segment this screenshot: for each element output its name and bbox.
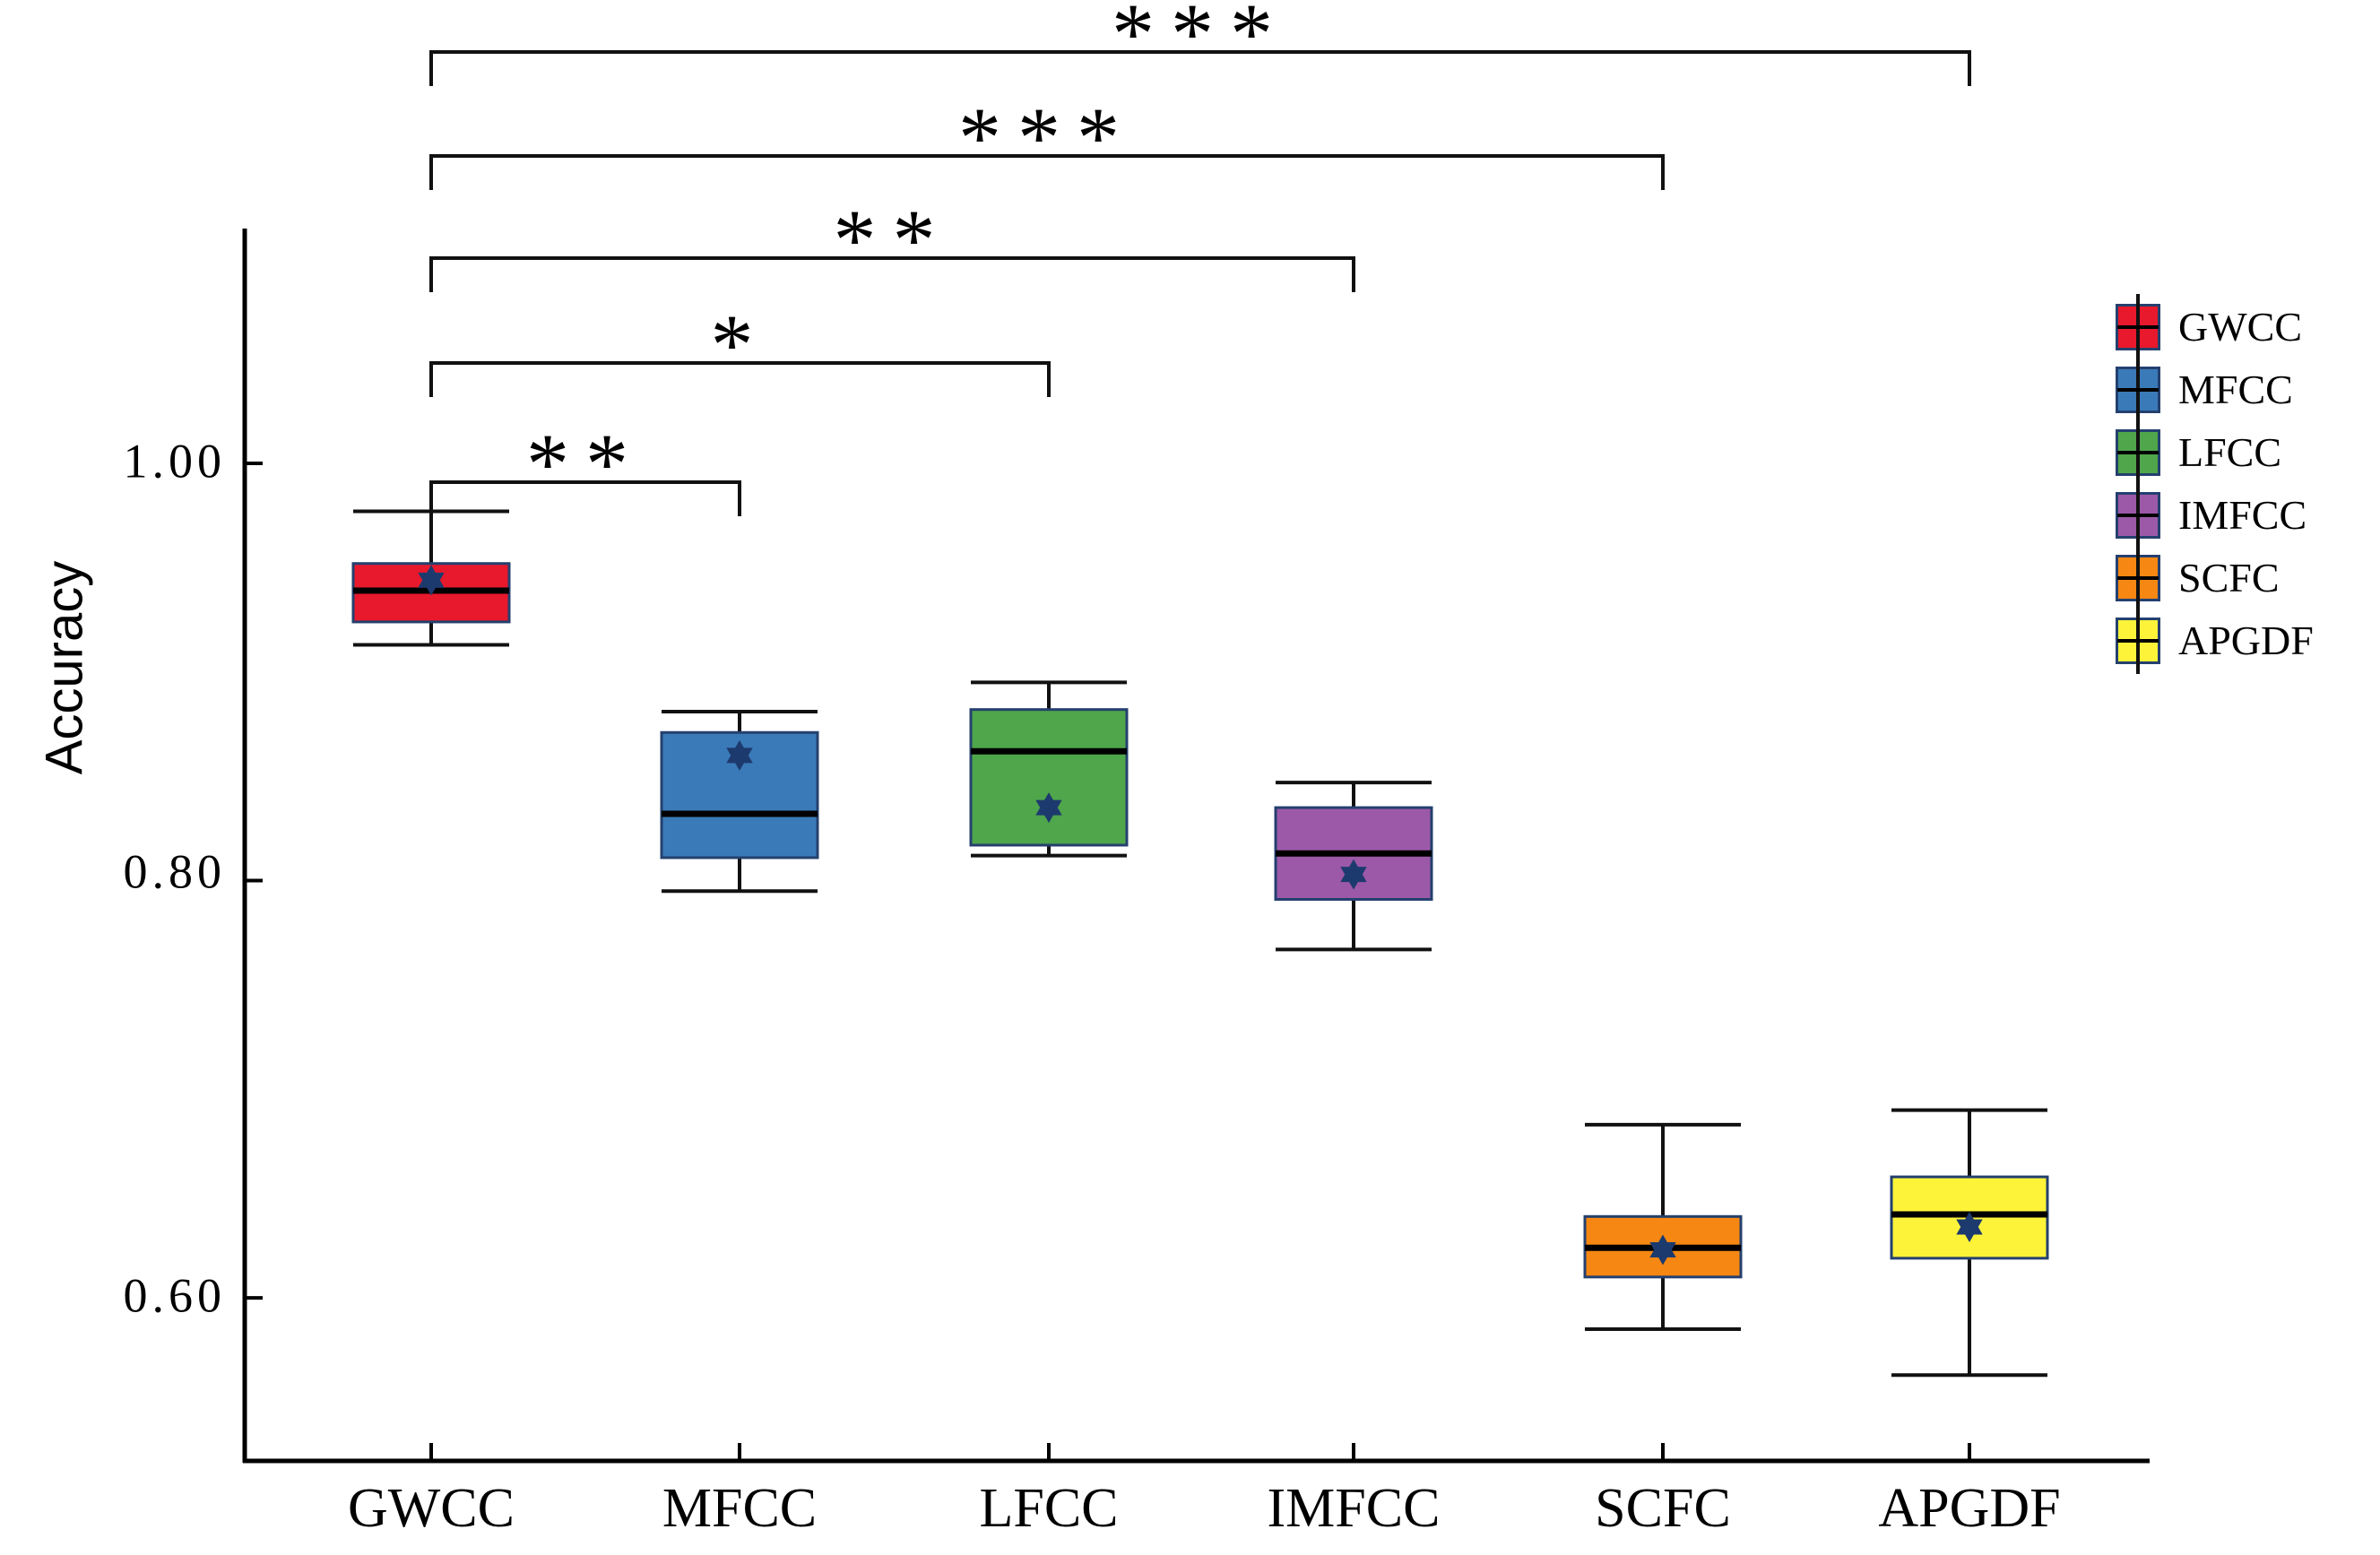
legend-label-imfcc: IMFCC (2178, 492, 2307, 538)
legend-item-lfcc: LFCC (2116, 421, 2314, 484)
legend-swatch-apgdf (2116, 618, 2160, 664)
x-tick-label-gwcc: GWCC (348, 1478, 515, 1539)
bracket-label-GWCC-APGDF: *** (1112, 0, 1289, 82)
legend-swatch-lfcc (2116, 429, 2160, 476)
mean-star-GWCC (418, 572, 445, 596)
bracket-GWCC-IMFCC (429, 256, 1355, 292)
bracket-label-GWCC-SCFC: *** (958, 90, 1136, 186)
mean-star-MFCC (726, 747, 753, 771)
bracket-GWCC-LFCC (429, 361, 1051, 397)
legend-swatch-gwcc (2116, 304, 2160, 350)
legend-label-gwcc: GWCC (2178, 304, 2302, 350)
legend-item-gwcc: GWCC (2116, 296, 2314, 359)
y-tick-label-0.60: 0.60 (123, 1268, 226, 1323)
mean-star-IMFCC (1340, 867, 1367, 890)
legend-item-scfc: SCFC (2116, 547, 2314, 609)
legend-item-apgdf: APGDF (2116, 609, 2314, 672)
legend-label-mfcc: MFCC (2178, 367, 2293, 412)
legend-item-imfcc: IMFCC (2116, 484, 2314, 547)
y-tick-label-0.80: 0.80 (123, 844, 226, 899)
legend-label-scfc: SCFC (2178, 555, 2280, 600)
bracket-label-GWCC-IMFCC: ** (834, 192, 952, 288)
bracket-label-GWCC-MFCC: ** (526, 416, 645, 512)
legend-swatch-imfcc (2116, 492, 2160, 539)
legend-swatch-mfcc (2116, 367, 2160, 413)
bracket-label-GWCC-LFCC: * (711, 297, 770, 393)
legend-item-mfcc: MFCC (2116, 359, 2314, 421)
legend: GWCC MFCC LFCC IMFCC SCFC APGDF (2116, 296, 2314, 672)
mean-star-LFCC (1035, 799, 1062, 824)
box-LFCC (969, 708, 1129, 847)
bracket-GWCC-SCFC (429, 154, 1665, 190)
y-tick-label-1.00: 1.00 (123, 434, 226, 488)
x-tick-label-lfcc: LFCC (979, 1478, 1119, 1539)
bracket-GWCC-MFCC (429, 480, 741, 516)
mean-star-APGDF (1956, 1219, 1983, 1242)
x-tick-label-scfc: SCFC (1595, 1478, 1731, 1539)
legend-swatch-scfc (2116, 555, 2160, 601)
mean-star-SCFC (1649, 1242, 1676, 1266)
x-tick-label-mfcc: MFCC (662, 1478, 818, 1539)
x-tick-label-imfcc: IMFCC (1267, 1478, 1441, 1539)
y-axis-title: Accuracy (35, 560, 94, 775)
legend-label-apgdf: APGDF (2178, 618, 2314, 663)
legend-label-lfcc: LFCC (2178, 429, 2282, 475)
bracket-GWCC-APGDF (429, 50, 1971, 86)
x-tick-label-apgdf: APGDF (1878, 1478, 2061, 1539)
